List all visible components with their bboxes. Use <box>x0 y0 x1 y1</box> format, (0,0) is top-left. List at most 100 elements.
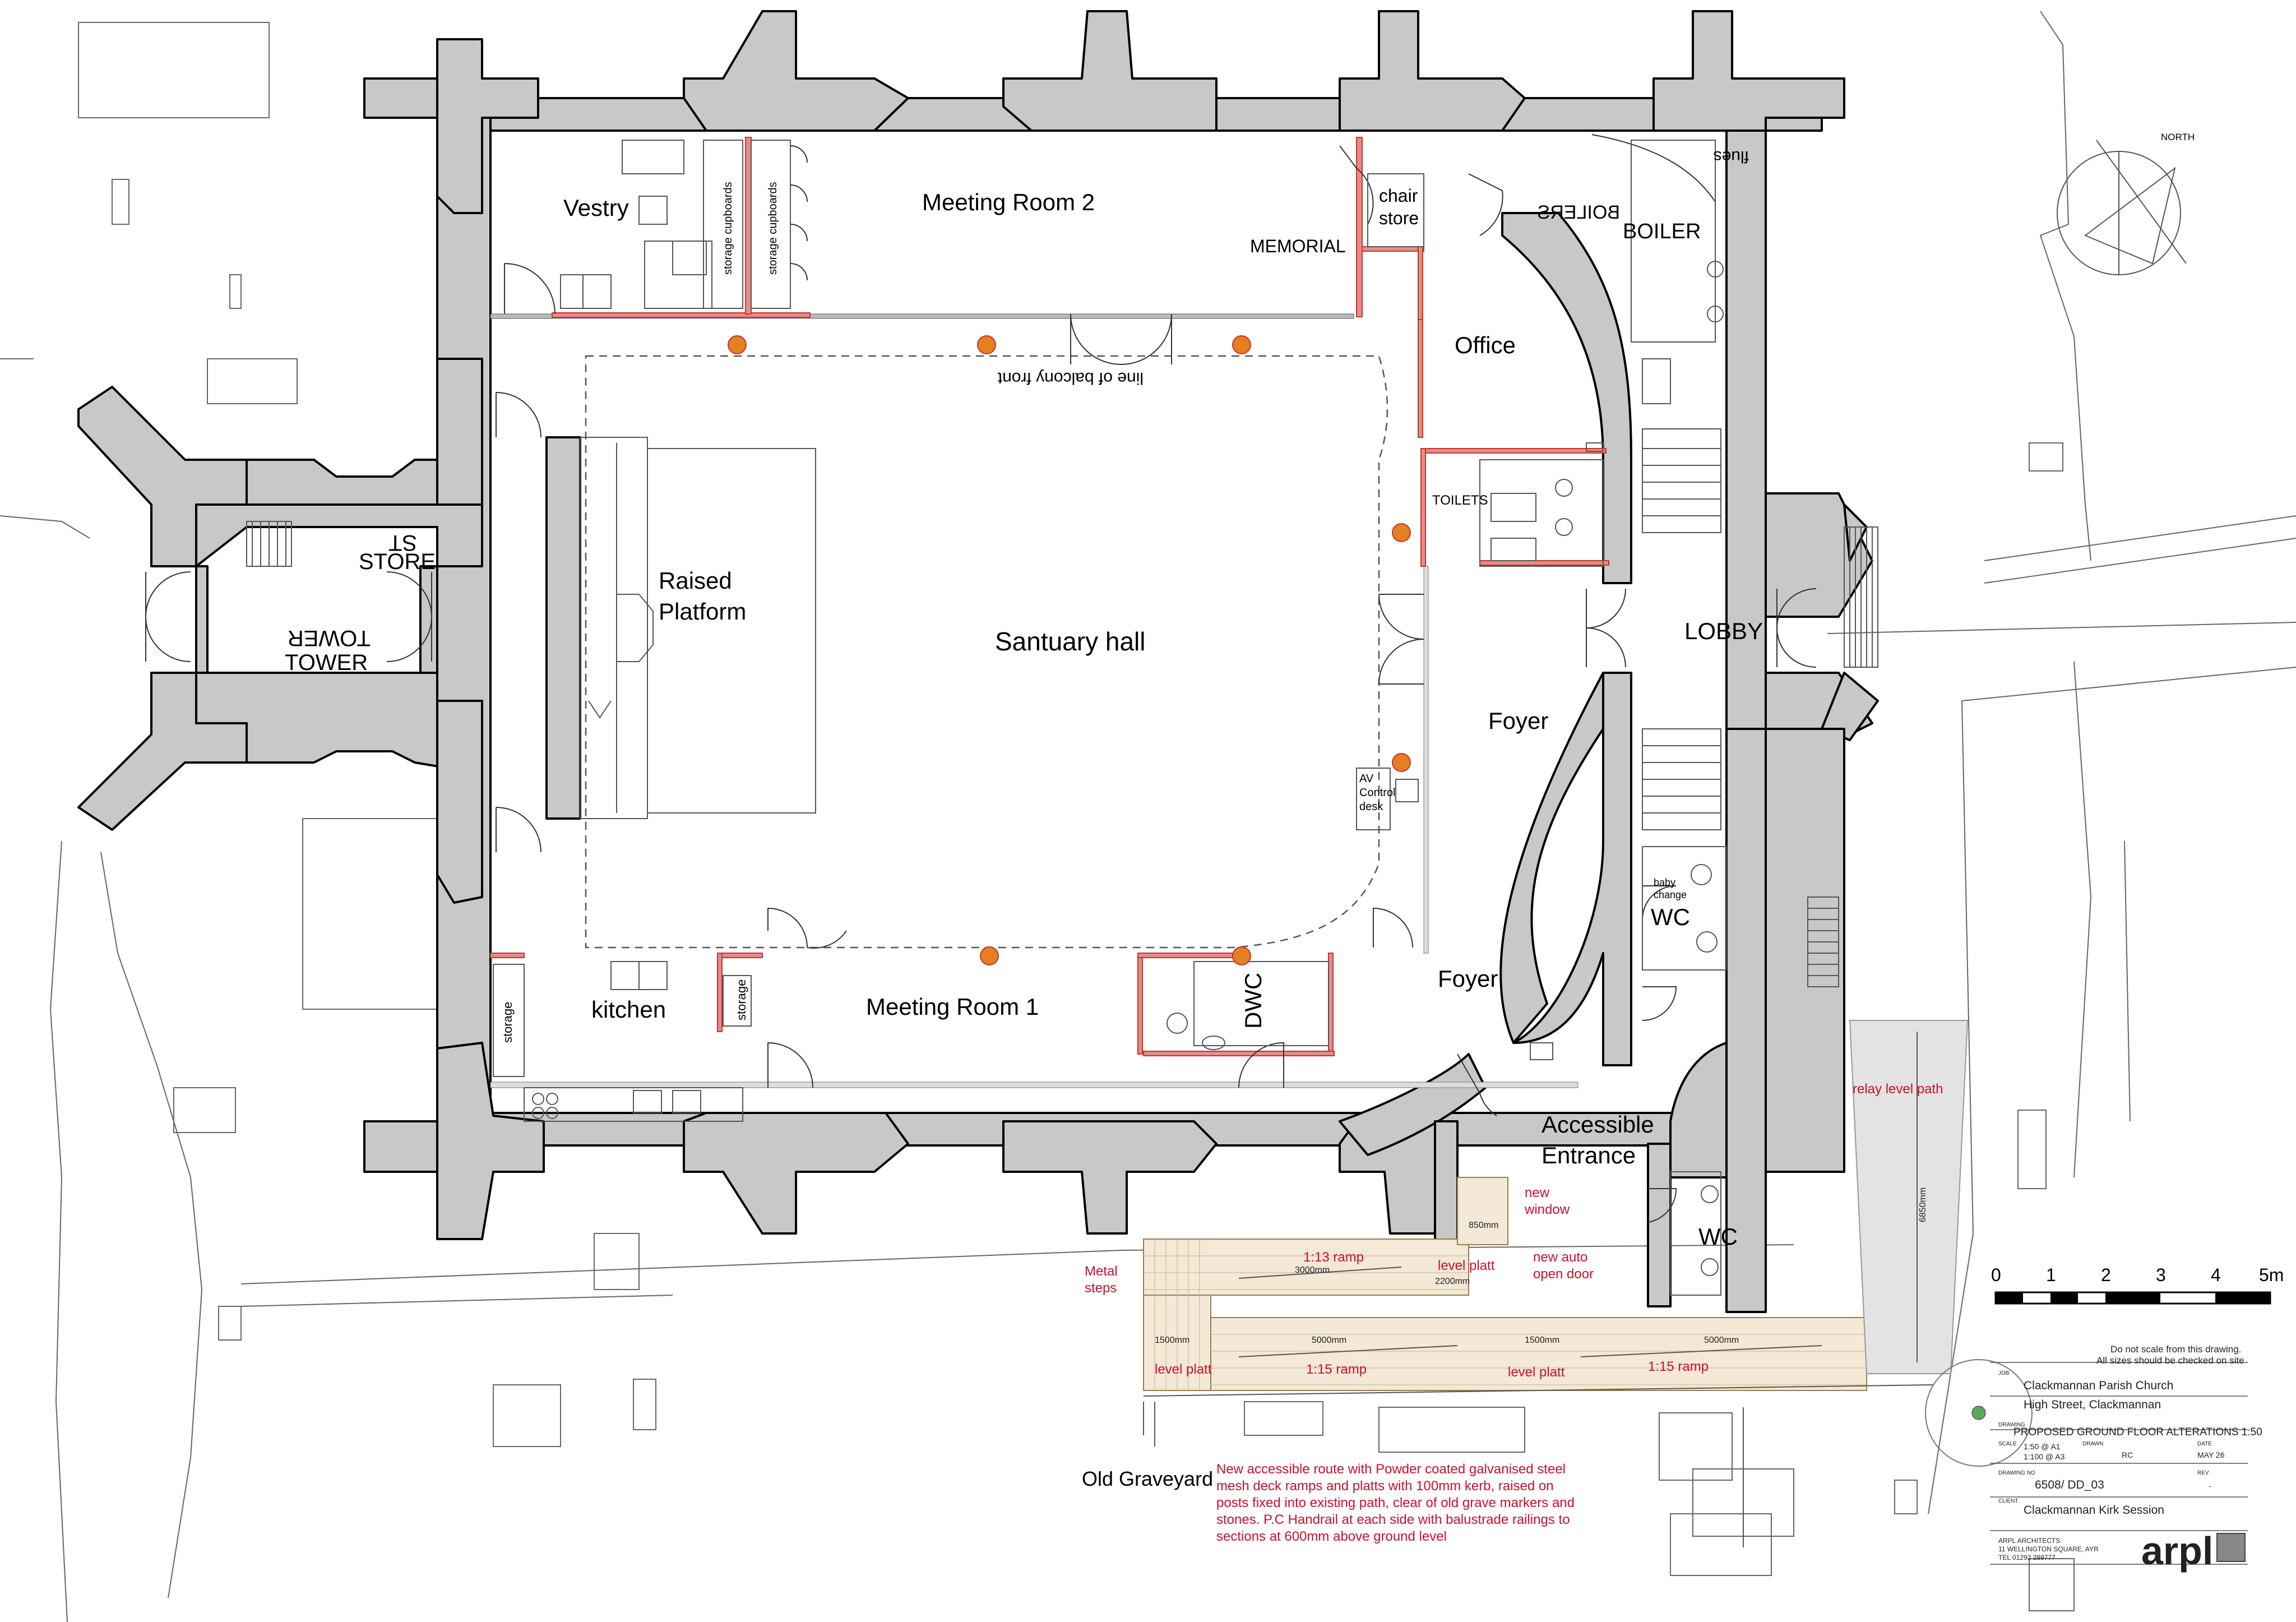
tb-client: Clackmannan Kirk Session <box>2024 1504 2164 1517</box>
av-desk-label-3: desk <box>1359 801 1383 813</box>
chair-store-label-1: chair <box>1379 186 1418 206</box>
dim-2200-label: 2200mm <box>1435 1277 1470 1286</box>
scale-tick: 5m <box>2259 1265 2284 1285</box>
wc-upper-label: WC <box>1651 904 1690 930</box>
metal-steps-label-1: Metal <box>1085 1264 1118 1279</box>
balcony-line <box>585 355 1388 949</box>
tb-drawing-no: 6508/ DD_03 <box>2035 1478 2104 1491</box>
av-desk-label-1: AV <box>1359 773 1374 785</box>
new-window-label-1: new <box>1525 1185 1550 1200</box>
foyer-lower-label: Foyer <box>1438 965 1498 992</box>
store-mirrored-label: ST <box>388 530 417 555</box>
lobby-label: LOBBY <box>1684 618 1763 644</box>
meeting-room-1-label: Meeting Room 1 <box>866 993 1039 1020</box>
tb-logo: arpl <box>2141 1529 2213 1573</box>
tb-drawing-label: DRAWING <box>1998 1422 2025 1428</box>
tb-firm-1: ARPL ARCHITECTS <box>1998 1537 2060 1545</box>
vestry-label: Vestry <box>563 195 629 221</box>
tb-job-1: Clackmannan Parish Church <box>2024 1379 2173 1392</box>
dim-6850-label: 6850mm <box>1918 1187 1928 1222</box>
accessible-entrance-label-2: Entrance <box>1542 1142 1636 1168</box>
new-window-label-2: window <box>1524 1202 1570 1217</box>
scale-tick: 1 <box>2046 1265 2056 1285</box>
tb-drawing: PROPOSED GROUND FLOOR ALTERATIONS 1:50 <box>2013 1426 2262 1438</box>
scale-tick: 2 <box>2101 1265 2111 1285</box>
chair-store-label-2: store <box>1379 208 1419 228</box>
tb-note-2: All sizes should be checked on site <box>2096 1355 2244 1366</box>
ramp-115-a-label: 1:15 ramp <box>1306 1362 1367 1377</box>
old-graveyard-label: Old Graveyard <box>1082 1467 1213 1490</box>
baby-change-label-1: baby <box>1654 877 1675 888</box>
boiler-mirrored-label: BOILERS <box>1538 202 1620 223</box>
av-desk-label-2: Control <box>1359 787 1395 799</box>
route-note-line: posts fixed into existing path, clear of… <box>1216 1495 1575 1510</box>
dim-1500a-label: 1500mm <box>1155 1336 1189 1345</box>
dim-1500b-label: 1500mm <box>1525 1336 1559 1345</box>
columns <box>728 335 1411 965</box>
office-label: Office <box>1455 332 1516 358</box>
tb-client-label: CLIENT <box>1998 1498 2019 1504</box>
flues-label: flues <box>1714 147 1749 166</box>
storage-cupboards-label-2: storage cupboards <box>767 182 779 275</box>
scale-tick: 3 <box>2156 1265 2166 1285</box>
memorial-label: MEMORIAL <box>1250 236 1346 256</box>
sanctuary-hall-label: Santuary hall <box>995 627 1146 656</box>
route-note-line: sections at 600mm above ground level <box>1216 1529 1447 1544</box>
dim-850-label: 850mm <box>1469 1221 1498 1230</box>
raised-platform <box>580 437 816 819</box>
scale-bar: 0 1 2 3 4 5m <box>1991 1265 2284 1305</box>
new-door-label-2: open door <box>1533 1267 1594 1282</box>
north-arrow <box>2057 140 2187 275</box>
tb-rev-label: REV <box>2197 1470 2209 1476</box>
logo-mark <box>2216 1533 2246 1562</box>
tower-label: TOWER <box>285 650 368 675</box>
tb-firm-3: TEL 01292 289777 <box>1998 1554 2056 1561</box>
balcony-line-label: line of balcony front <box>997 369 1144 387</box>
tb-scale-label: SCALE <box>1998 1441 2017 1447</box>
raised-platform-label-1: Raised <box>659 567 732 594</box>
level-platt-mid-label: level platt <box>1508 1365 1565 1380</box>
tb-date-label: DATE <box>2197 1441 2212 1447</box>
new-partitions <box>490 137 1609 1056</box>
tb-drawn: RC <box>2122 1450 2133 1459</box>
relay-path-label: relay level path <box>1853 1082 1943 1097</box>
kitchen-label: kitchen <box>591 996 666 1023</box>
wc-lower-label: WC <box>1698 1223 1738 1250</box>
raised-platform-label-2: Platform <box>659 598 746 625</box>
meeting-room-2-label: Meeting Room 2 <box>922 189 1095 215</box>
building-walls <box>77 10 1879 1313</box>
store-label: STORE <box>359 549 436 574</box>
boiler-label: BOILER <box>1623 220 1701 243</box>
dwc-label: DWC <box>1240 973 1266 1029</box>
accessible-entrance-label-1: Accessible <box>1542 1111 1654 1138</box>
tb-firm-2: 11 WELLINGTON SQUARE, AYR <box>1998 1545 2099 1553</box>
ramp-113-label: 1:13 ramp <box>1303 1250 1364 1265</box>
baby-change-label-2: change <box>1654 889 1687 900</box>
scale-tick: 0 <box>1991 1265 2001 1285</box>
dim-5000a-label: 5000mm <box>1312 1336 1346 1345</box>
dim-5000b-label: 5000mm <box>1704 1336 1739 1345</box>
tb-drawing-no-label: DRAWING NO <box>1998 1470 2035 1476</box>
tower-mirrored-label: TOWER <box>288 626 371 650</box>
route-note-line: stones. P.C Handrail at each side with b… <box>1216 1512 1570 1527</box>
title-block: Do not scale from this drawing. All size… <box>1990 1344 2262 1573</box>
tb-job-2: High Street, Clackmannan <box>2024 1398 2161 1411</box>
new-door-label-1: new auto <box>1533 1250 1587 1265</box>
stairs <box>246 428 1878 987</box>
tb-job-label: JOB <box>1998 1370 2010 1376</box>
toilets-label: TOILETS <box>1432 493 1488 508</box>
north-label: NORTH <box>2161 132 2195 142</box>
tb-drawn-label: DRAWN <box>2082 1441 2103 1447</box>
tb-scale-1: 1:50 @ A1 <box>2024 1442 2061 1451</box>
route-note: New accessible route with Powder coated … <box>1216 1462 1575 1544</box>
storage-kitchen-label: storage <box>734 979 748 1020</box>
tb-scale-2: 1:100 @ A3 <box>2024 1452 2065 1461</box>
metal-steps-label-2: steps <box>1085 1281 1117 1296</box>
route-note-line: mesh deck ramps and platts with 100mm ke… <box>1216 1478 1554 1494</box>
level-platt-left-label: level platt <box>1155 1362 1212 1377</box>
ramp-115-b-label: 1:15 ramp <box>1648 1359 1709 1374</box>
ramp-deck <box>1143 1177 1934 1547</box>
storage-left-label: storage <box>501 1002 515 1043</box>
level-platt-top-label: level platt <box>1438 1258 1495 1273</box>
